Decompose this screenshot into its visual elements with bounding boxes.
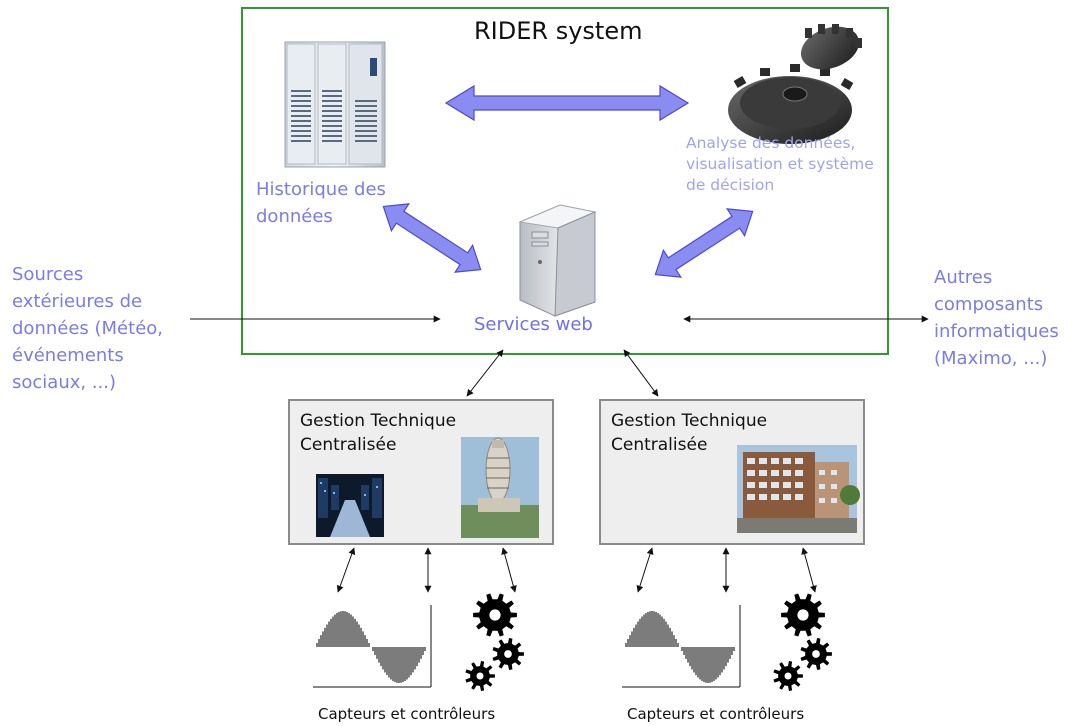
rider-system-box [241, 7, 889, 355]
arrow-web-gtc1 [466, 349, 504, 397]
gtc-box-2 [599, 399, 865, 545]
building-photo [737, 445, 860, 533]
services-web-label: Services web [474, 314, 593, 335]
database-server-icon [284, 41, 386, 168]
gtc-1-title: Gestion Technique Centralisée [300, 411, 457, 455]
arrow-gtc1-controller [501, 547, 517, 593]
arrow-gtc2-controller [801, 547, 817, 593]
sensor-signal-icon [313, 605, 432, 688]
web-server-icon [518, 204, 597, 317]
double-arrow-historique-web [382, 203, 482, 273]
historique-label: Historique des données [256, 179, 386, 227]
diagram-title: RIDER system [474, 17, 643, 45]
double-arrow-analyse-web [654, 208, 754, 278]
controller-gears-icon [465, 593, 524, 691]
external-sources-label: Sources extérieures de données (Météo, é… [12, 264, 163, 393]
datacenter-photo [316, 474, 384, 537]
gears-icon [728, 24, 862, 144]
gtc-2-caption: Capteurs et contrôleurs [627, 705, 805, 723]
arrow-gtc2-sensor-a [636, 547, 654, 593]
arrow-web-gtc2 [623, 349, 659, 397]
gtc-2-title: Gestion Technique Centralisée [611, 411, 768, 455]
other-components-label: Autres composants informatiques (Maximo,… [934, 267, 1059, 369]
analyse-label: Analyse des données, visualisation et sy… [686, 134, 874, 194]
double-arrow-historique-analyse [444, 84, 690, 122]
controller-gears-icon [773, 593, 832, 691]
gtc-1-caption: Capteurs et contrôleurs [318, 705, 496, 723]
arrow-gtc1-sensor-a [336, 547, 356, 593]
gtc-box-1 [288, 399, 554, 545]
sensor-signal-icon [622, 605, 741, 688]
tower-photo [461, 437, 539, 538]
